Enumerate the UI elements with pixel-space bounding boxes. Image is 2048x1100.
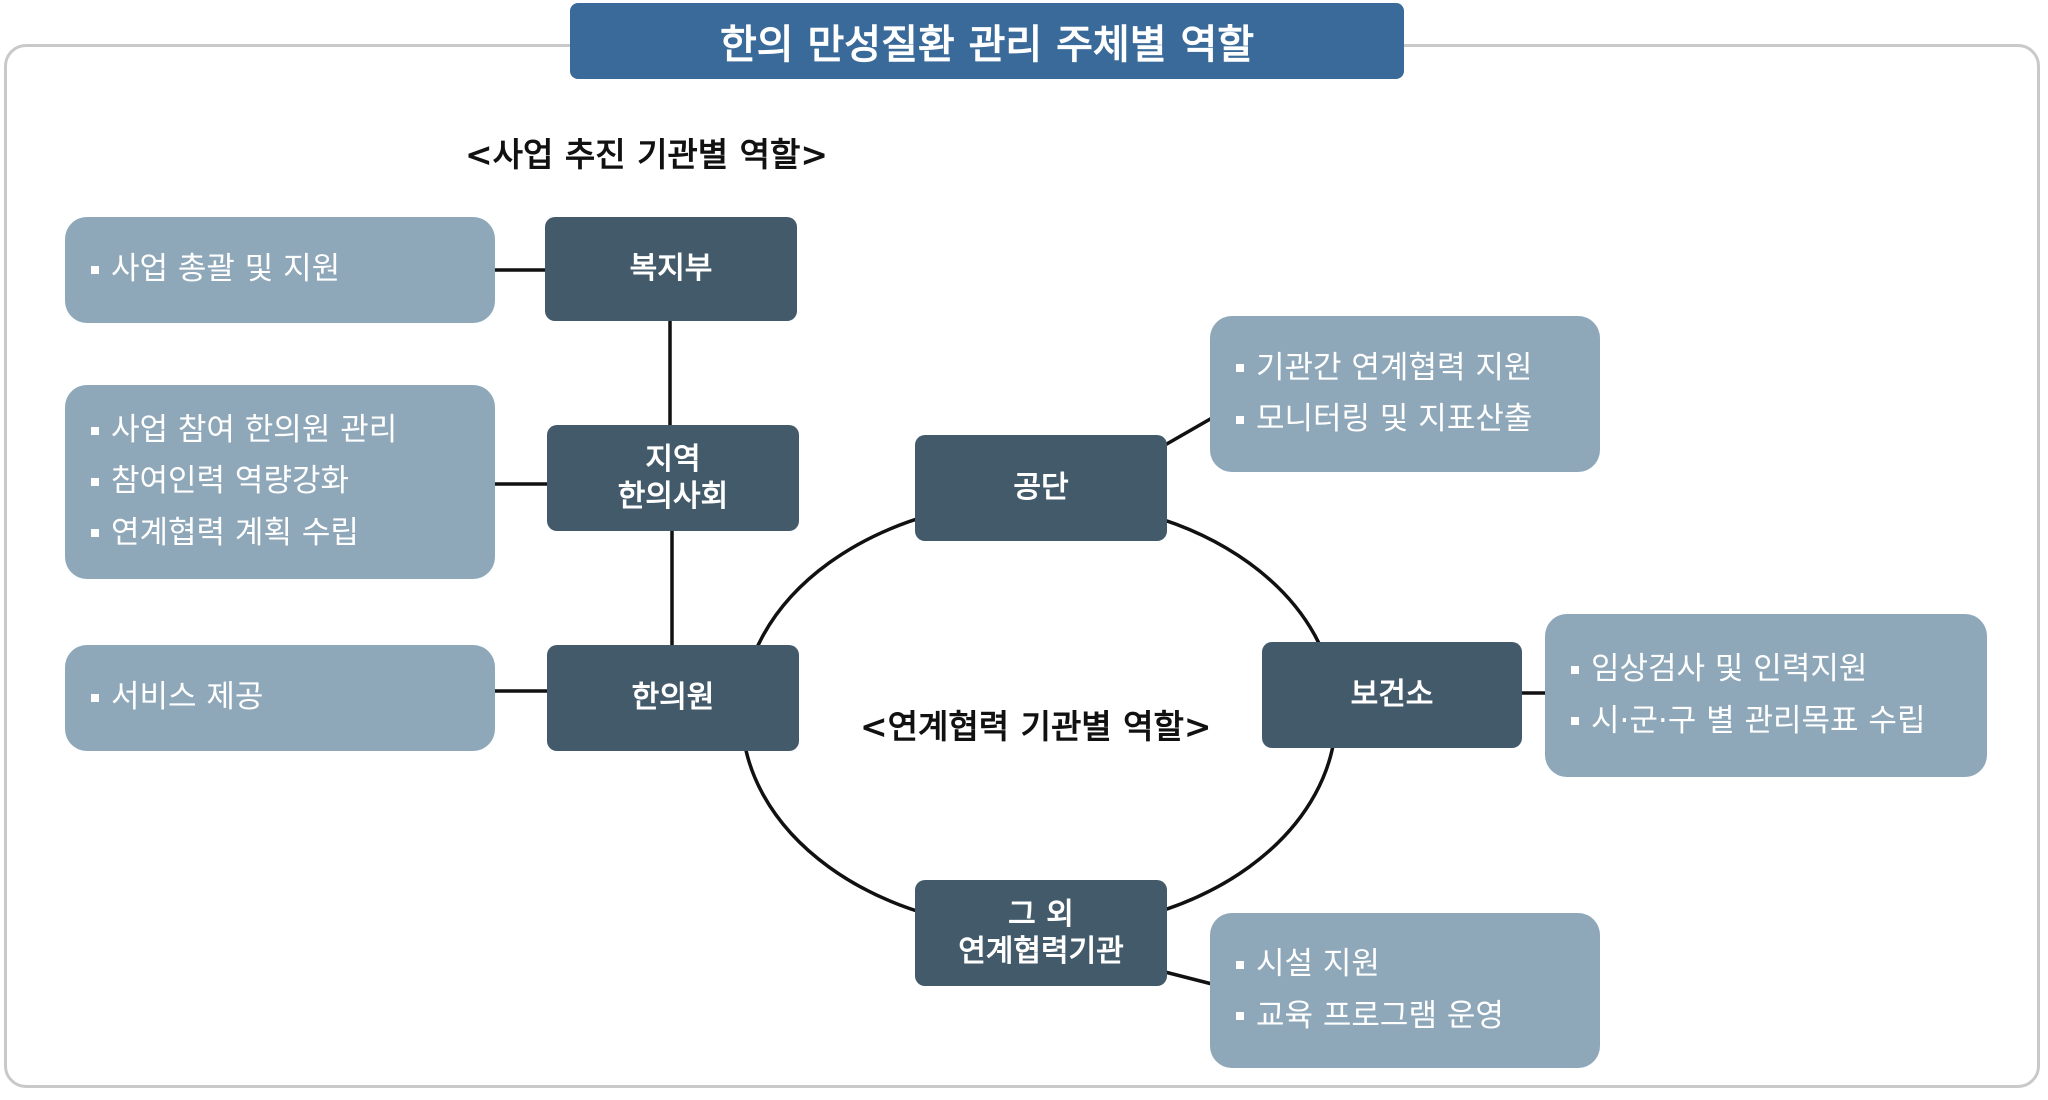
- node-label: 한의원: [631, 680, 715, 716]
- role-box-nhis: 기관간 연계협력 지원 모니터링 및 지표산출: [1210, 316, 1600, 472]
- role-text: 사업 참여 한의원 관리: [111, 412, 398, 449]
- role-text: 참여인력 역량강화: [111, 463, 350, 500]
- role-text: 연계협력 계획 수립: [111, 514, 359, 551]
- bullet-icon: [1571, 717, 1579, 726]
- node-health-center: 보건소: [1262, 642, 1522, 748]
- line-nhis-role: [1164, 416, 1213, 447]
- bullet-icon: [91, 529, 99, 538]
- cooperation-section-title: <연계협력 기관별 역할>: [860, 707, 1212, 746]
- node-label-line1: 그 외: [1008, 896, 1074, 932]
- role-text: 사업 총괄 및 지원: [111, 251, 341, 288]
- role-box-health-center: 임상검사 및 인력지원 시·군·구 별 관리목표 수립: [1545, 614, 1987, 777]
- node-clinic: 한의원: [547, 645, 799, 751]
- bullet-icon: [91, 265, 99, 274]
- cooperation-cycle-ellipse: [740, 498, 1338, 932]
- bullet-icon: [1236, 364, 1244, 373]
- role-item: 사업 총괄 및 지원: [91, 244, 495, 295]
- bullet-icon: [91, 477, 99, 486]
- role-item: 임상검사 및 인력지원: [1571, 644, 1987, 695]
- role-text: 기관간 연계협력 지원: [1256, 349, 1533, 386]
- bullet-icon: [1236, 1012, 1244, 1021]
- node-label: 복지부: [629, 251, 713, 287]
- node-mohw: 복지부: [545, 217, 797, 321]
- node-label: 보건소: [1350, 677, 1434, 713]
- node-label-line2: 연계협력기관: [958, 934, 1124, 969]
- role-text: 교육 프로그램 운영: [1256, 997, 1504, 1034]
- role-item: 사업 참여 한의원 관리: [91, 405, 495, 456]
- role-item: 연계협력 계획 수립: [91, 508, 495, 559]
- role-text: 시설 지원: [1256, 946, 1380, 983]
- role-box-clinic: 서비스 제공: [65, 645, 495, 751]
- node-others: 그 외 연계협력기관: [915, 880, 1167, 986]
- role-item: 교육 프로그램 운영: [1236, 991, 1600, 1042]
- role-item: 시·군·구 별 관리목표 수립: [1571, 696, 1987, 747]
- role-item: 기관간 연계협력 지원: [1236, 343, 1600, 394]
- role-text: 서비스 제공: [111, 679, 264, 716]
- bullet-icon: [91, 426, 99, 435]
- role-item: 서비스 제공: [91, 672, 495, 723]
- role-box-mohw: 사업 총괄 및 지원: [65, 217, 495, 323]
- role-text: 모니터링 및 지표산출: [1256, 401, 1533, 437]
- promotion-section-title: <사업 추진 기관별 역할>: [465, 135, 829, 174]
- bullet-icon: [1571, 665, 1579, 674]
- bullet-icon: [1236, 960, 1244, 969]
- role-text: 임상검사 및 인력지원: [1591, 651, 1868, 688]
- node-label: 공단: [1013, 470, 1069, 506]
- bullet-icon: [91, 693, 99, 702]
- role-item: 시설 지원: [1236, 939, 1600, 990]
- role-text: 시·군·구 별 관리목표 수립: [1591, 702, 1926, 739]
- node-regional-assoc: 지역 한의사회: [547, 425, 799, 531]
- bullet-icon: [1236, 415, 1244, 424]
- role-box-others: 시설 지원 교육 프로그램 운영: [1210, 913, 1600, 1068]
- node-label-line2: 한의사회: [617, 479, 729, 514]
- role-item: 모니터링 및 지표산출: [1236, 394, 1600, 445]
- node-label-line1: 지역: [645, 441, 701, 477]
- diagram-title: 한의 만성질환 관리 주체별 역할: [570, 3, 1404, 79]
- line-others-role: [1164, 970, 1213, 986]
- role-item: 참여인력 역량강화: [91, 456, 495, 507]
- node-nhis: 공단: [915, 435, 1167, 541]
- role-box-regional-assoc: 사업 참여 한의원 관리 참여인력 역량강화 연계협력 계획 수립: [65, 385, 495, 579]
